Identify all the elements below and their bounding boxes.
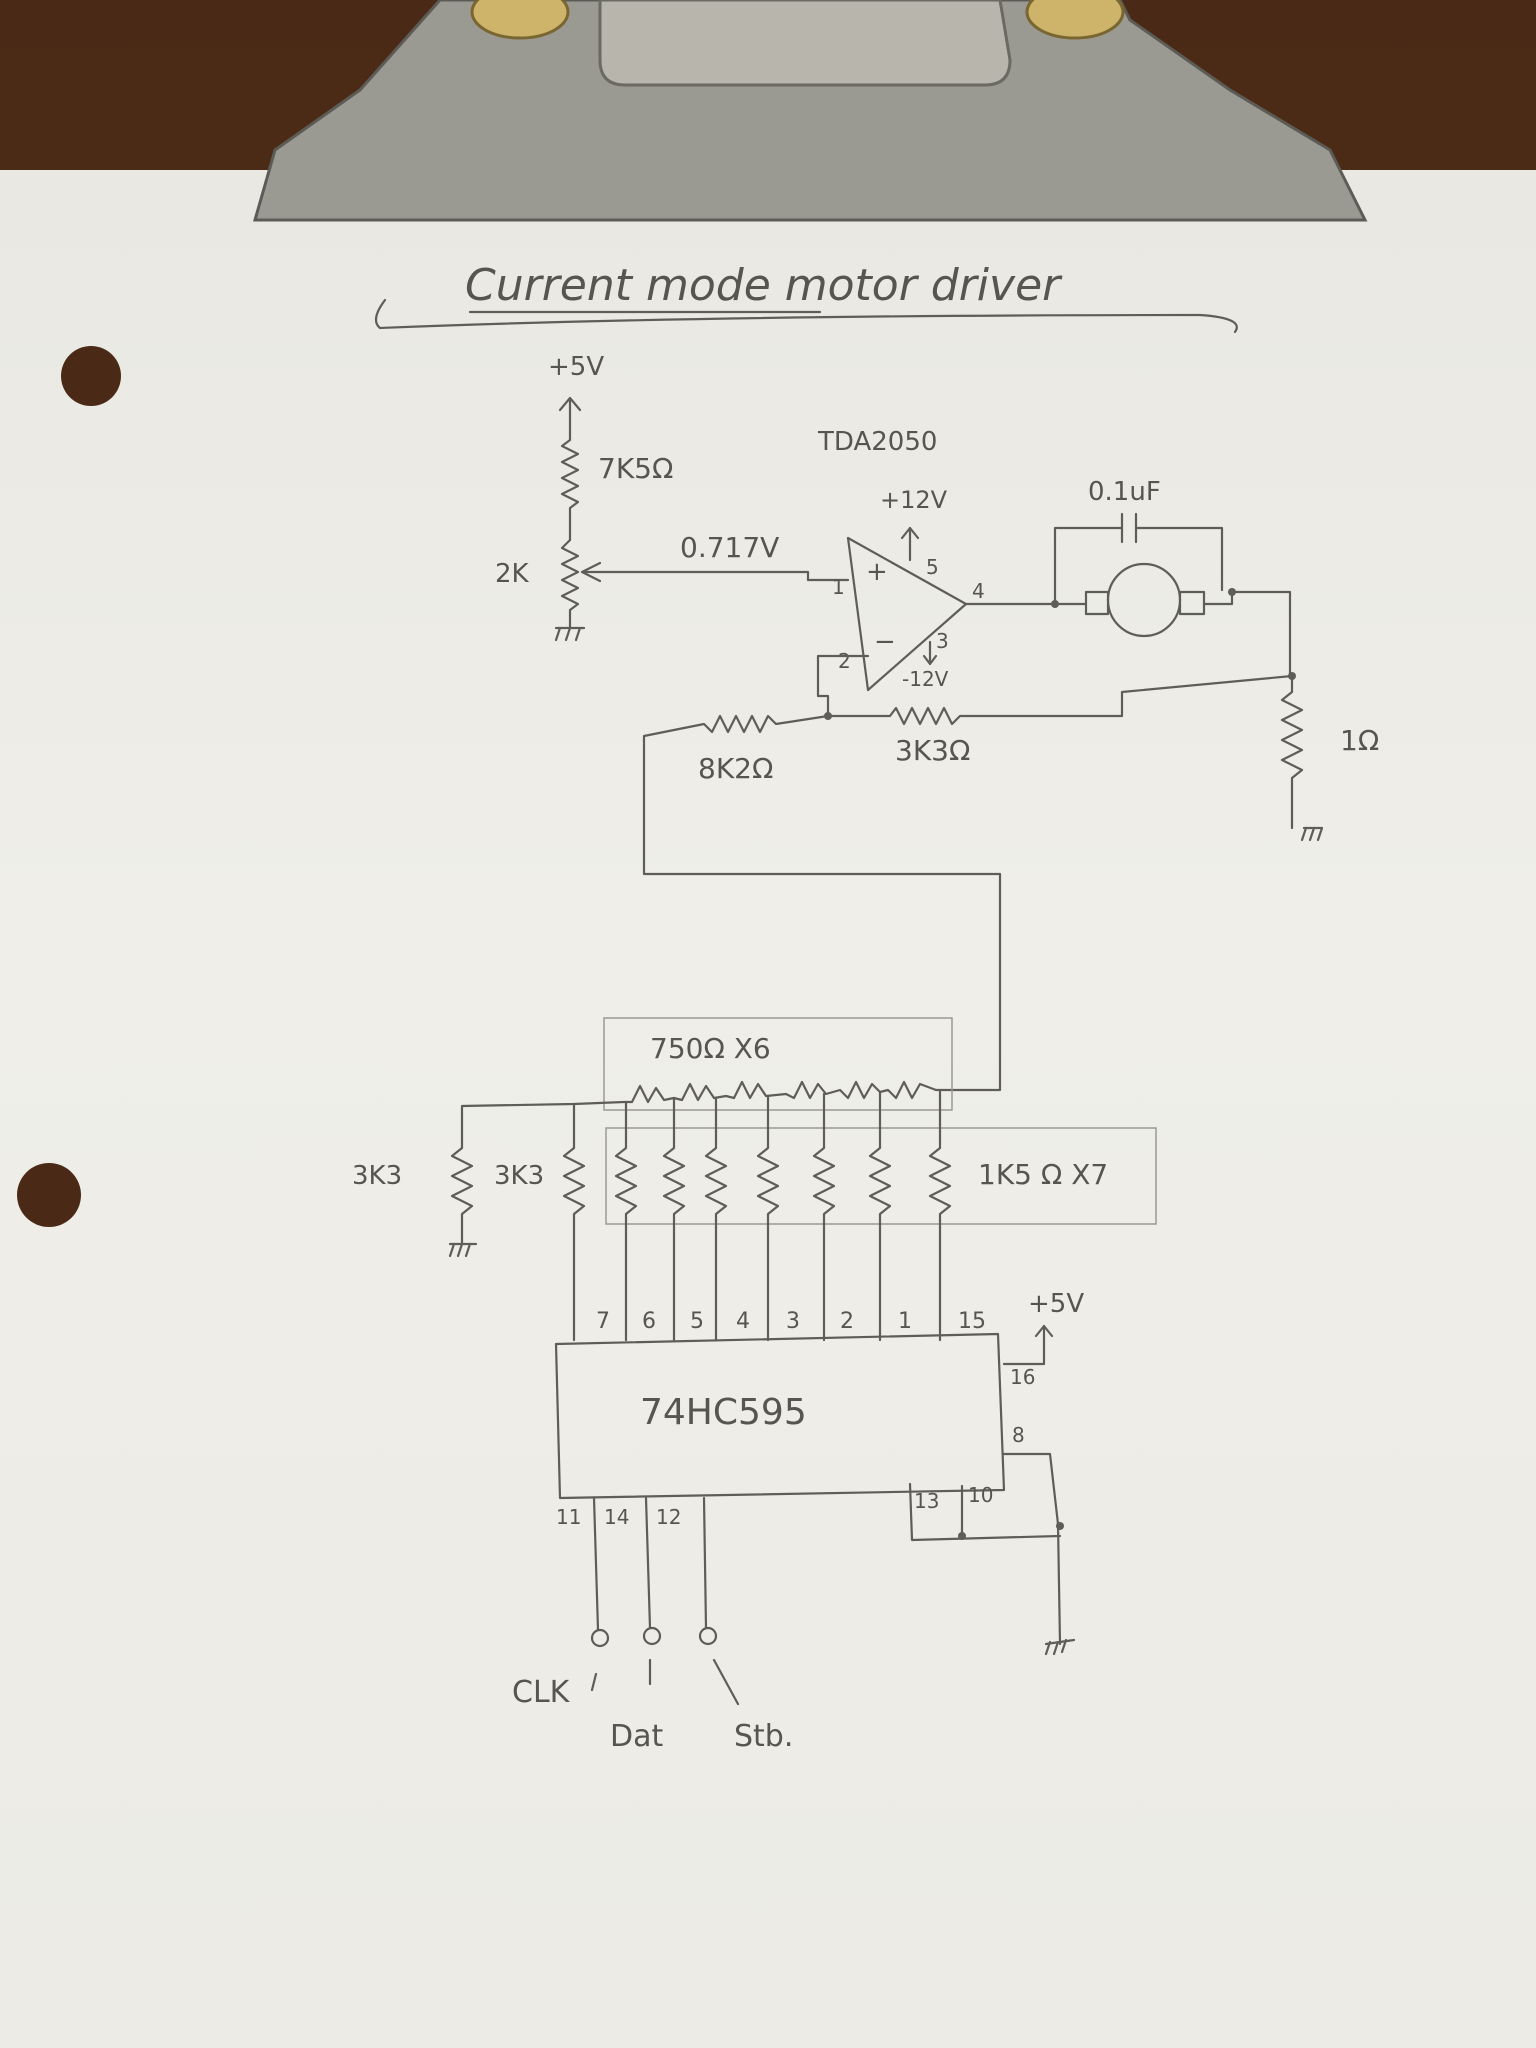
amp-pos-supply-label: +12V [880, 486, 948, 514]
ground-icon-ic [1044, 1638, 1076, 1656]
ic-pin-15: 15 [958, 1309, 986, 1334]
terminal-pointers [590, 1658, 740, 1706]
resistor-7k5-label: 7K5Ω [598, 452, 673, 485]
shift-register-74hc595: 74HC595 7 6 5 4 3 2 1 15 +5V 16 8 13 10 [554, 1289, 1084, 1656]
motor-terminals [1053, 590, 1206, 616]
ladder-shunt-resistors-icon [614, 1088, 952, 1342]
amp-part-label: TDA2050 [817, 427, 937, 457]
binder-hole-bottom [17, 1163, 81, 1227]
amp-pin-3: 3 [936, 629, 949, 653]
supply-arrow-icon [558, 396, 582, 437]
supply-top-label: +5V [548, 352, 604, 382]
ic-pin-8: 8 [1012, 1423, 1025, 1447]
ref-voltage-label: 0.717V [680, 531, 779, 564]
control-wires [592, 1496, 708, 1632]
dat-label: Dat [610, 1719, 663, 1754]
neg-supply-arrow-icon [922, 640, 938, 666]
resistor-3k3-feedback-label: 3K3Ω [895, 734, 970, 767]
motor-icon [1106, 562, 1182, 638]
resistor-7k5-icon [560, 433, 580, 542]
resistor-3k3-b-label: 3K3 [494, 1161, 544, 1191]
ic-vcc-arrow-icon [1002, 1324, 1054, 1366]
feedback-network: 3K3Ω 8K2Ω [642, 706, 1002, 1092]
ladder-series-resistors-icon [460, 1080, 938, 1130]
ic-pin-5: 5 [690, 1309, 704, 1334]
amp-feedback-wire [816, 654, 870, 718]
sense-resistor-label: 1Ω [1340, 724, 1379, 757]
r2r-ladder: 750Ω X6 1K5 Ω X7 3K3 3K3 [352, 1017, 1157, 1342]
amplifier-tda2050: TDA2050 + − 1 2 4 5 3 +12V -12V [816, 427, 1057, 718]
diagram-title: Current mode motor driver [465, 260, 1063, 311]
potentiometer-icon [560, 538, 580, 630]
motor-assembly: 0.1uF [1051, 477, 1292, 678]
amp-minus-sign: − [874, 627, 896, 657]
clk-terminal-icon [590, 1628, 610, 1648]
ic-part-label: 74HC595 [640, 1392, 807, 1433]
dat-terminal-icon [642, 1626, 662, 1646]
amp-neg-supply-label: -12V [902, 667, 949, 691]
resistor-8k2-label: 8K2Ω [698, 752, 773, 785]
ic-pin-6: 6 [642, 1309, 656, 1334]
stb-label: Stb. [734, 1719, 793, 1754]
ground-icon-sense [1300, 826, 1324, 842]
ref-divider: +5V 7K5Ω 2K 0.717V [495, 352, 850, 642]
ic-pin-2: 2 [840, 1309, 854, 1334]
opamp-triangle-icon [846, 536, 968, 692]
ic-oe-mr-wire [908, 1482, 1062, 1542]
resistor-3k3-b-icon [562, 1102, 586, 1342]
ic-pin-12: 12 [656, 1505, 681, 1529]
clipboard-clip-icon [253, 0, 1368, 222]
resistor-3k3-a-icon [450, 1126, 474, 1246]
control-inputs: 11 14 12 CLK Dat Stb. [512, 1496, 793, 1754]
ic-pin-1: 1 [898, 1309, 912, 1334]
motor-return-wire [1202, 590, 1292, 678]
amp-pin-4: 4 [972, 579, 985, 603]
pos-supply-arrow-icon [900, 526, 920, 562]
capacitor-icon [1120, 512, 1138, 544]
ic-pin-4: 4 [736, 1309, 750, 1334]
amp-pin-5: 5 [926, 555, 939, 579]
cap-label: 0.1uF [1088, 477, 1161, 507]
ic-vcc-label: +5V [1028, 1289, 1084, 1319]
sense-feedback-wire [966, 674, 1294, 718]
ic-pin-16: 16 [1010, 1365, 1035, 1389]
stb-terminal-icon [698, 1626, 718, 1646]
ladder-series-label: 750Ω X6 [650, 1032, 771, 1065]
ladder-series-box [603, 1017, 953, 1111]
resistor-3k3-feedback-icon [826, 706, 970, 726]
ic-pin-11: 11 [556, 1505, 581, 1529]
ic-pin-14: 14 [604, 1505, 629, 1529]
sense-resistor: 1Ω [966, 672, 1379, 842]
resistor-8k2-input-icon [642, 714, 1002, 1092]
wiper-wire [580, 561, 850, 583]
amp-plus-sign: + [866, 557, 888, 587]
binder-hole-top [61, 346, 121, 406]
sense-resistor-icon [1280, 674, 1304, 830]
ic-pin-3: 3 [786, 1309, 800, 1334]
potentiometer-label: 2K [495, 559, 530, 589]
ladder-shunt-label: 1K5 Ω X7 [978, 1158, 1108, 1191]
amp-pin-2: 2 [838, 649, 851, 673]
ic-body [554, 1332, 1006, 1500]
ground-icon-ladder [448, 1242, 478, 1258]
ic-pin-13: 13 [914, 1489, 939, 1513]
ground-icon-pot [554, 626, 586, 642]
ic-pin-7: 7 [596, 1309, 610, 1334]
cap-wire [1053, 526, 1224, 606]
clk-label: CLK [512, 1675, 571, 1710]
ic-ground-wire [1002, 1452, 1062, 1646]
amp-pin-1: 1 [832, 575, 845, 599]
ic-pin-10: 10 [968, 1483, 993, 1507]
title-swoosh [374, 298, 1238, 334]
resistor-3k3-a-label: 3K3 [352, 1161, 402, 1191]
